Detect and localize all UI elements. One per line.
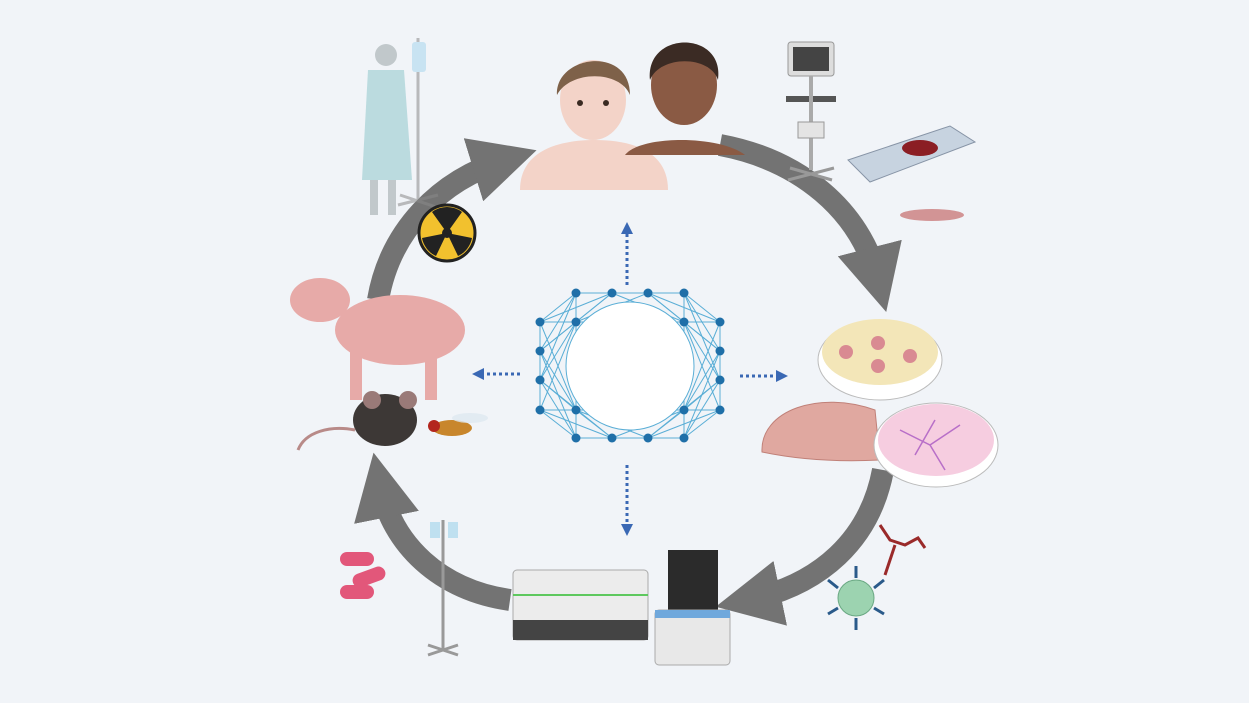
network-node: [571, 405, 581, 415]
arrow-patient-to-tissue: [717, 134, 902, 312]
network-node: [715, 346, 725, 356]
network-node: [571, 288, 581, 298]
dashed-arrows: [472, 222, 788, 536]
network-center-circle: [565, 301, 695, 431]
network-node: [643, 433, 653, 443]
network-node: [535, 375, 545, 385]
network-node: [535, 346, 545, 356]
pills-icon: [340, 552, 386, 599]
network-hub-icon: [535, 288, 725, 443]
network-node: [679, 317, 689, 327]
network-edge: [683, 379, 721, 439]
arrow-tissue-to-screening: [715, 467, 894, 626]
organoid-dish-icon: [817, 319, 943, 401]
network-edge: [539, 292, 613, 323]
network-node: [715, 317, 725, 327]
network-edge: [683, 350, 721, 411]
network-node: [571, 317, 581, 327]
network-node: [607, 288, 617, 298]
network-node: [571, 433, 581, 443]
network-edge: [539, 321, 577, 352]
network-edge: [683, 321, 721, 381]
neuron-culture-dish-icon: [873, 402, 999, 488]
radiation-icon: [417, 203, 477, 263]
iv-drip-icon: [427, 520, 459, 657]
network-node: [643, 288, 653, 298]
network-edge: [539, 321, 577, 381]
patient-with-iv-icon: [362, 38, 439, 215]
network-node: [679, 405, 689, 415]
network-edge: [539, 379, 577, 411]
tissue-slide-icon: [847, 125, 977, 183]
network-node: [679, 288, 689, 298]
network-node: [607, 433, 617, 443]
adult-face-icon: [625, 42, 745, 155]
network-edge: [683, 292, 721, 323]
network-edge: [539, 379, 577, 439]
liquid-handler-icon: [512, 569, 649, 641]
network-edge: [683, 379, 721, 411]
network-node: [715, 375, 725, 385]
cycle-arrows: [354, 134, 902, 626]
brain-slice-icon: [761, 401, 881, 462]
microscope-monitor-icon: [786, 41, 836, 182]
network-edge: [539, 321, 577, 411]
network-node: [679, 433, 689, 443]
pig-icon: [290, 278, 465, 400]
network-edge: [683, 321, 721, 411]
chemical-compound-icon: [878, 524, 927, 576]
tissue-fragments-icon: [900, 209, 964, 221]
network-node: [535, 317, 545, 327]
arrow-screening-to-animal: [354, 452, 512, 611]
arrow-animal-to-patient: [367, 138, 537, 303]
network-node: [535, 405, 545, 415]
network-edge: [683, 321, 721, 352]
mouse-icon: [296, 391, 417, 451]
sequencer-icon: [654, 550, 731, 666]
network-edge: [683, 409, 721, 439]
network-edge: [575, 292, 613, 323]
network-edge: [539, 350, 577, 411]
network-node: [715, 405, 725, 415]
fruit-fly-icon: [428, 413, 488, 436]
network-edge: [647, 409, 685, 439]
network-edge: [539, 409, 577, 439]
network-edge: [575, 409, 613, 439]
network-edge: [539, 292, 577, 323]
immune-cell-antibody-icon: [827, 566, 885, 630]
network-edge: [647, 292, 685, 323]
